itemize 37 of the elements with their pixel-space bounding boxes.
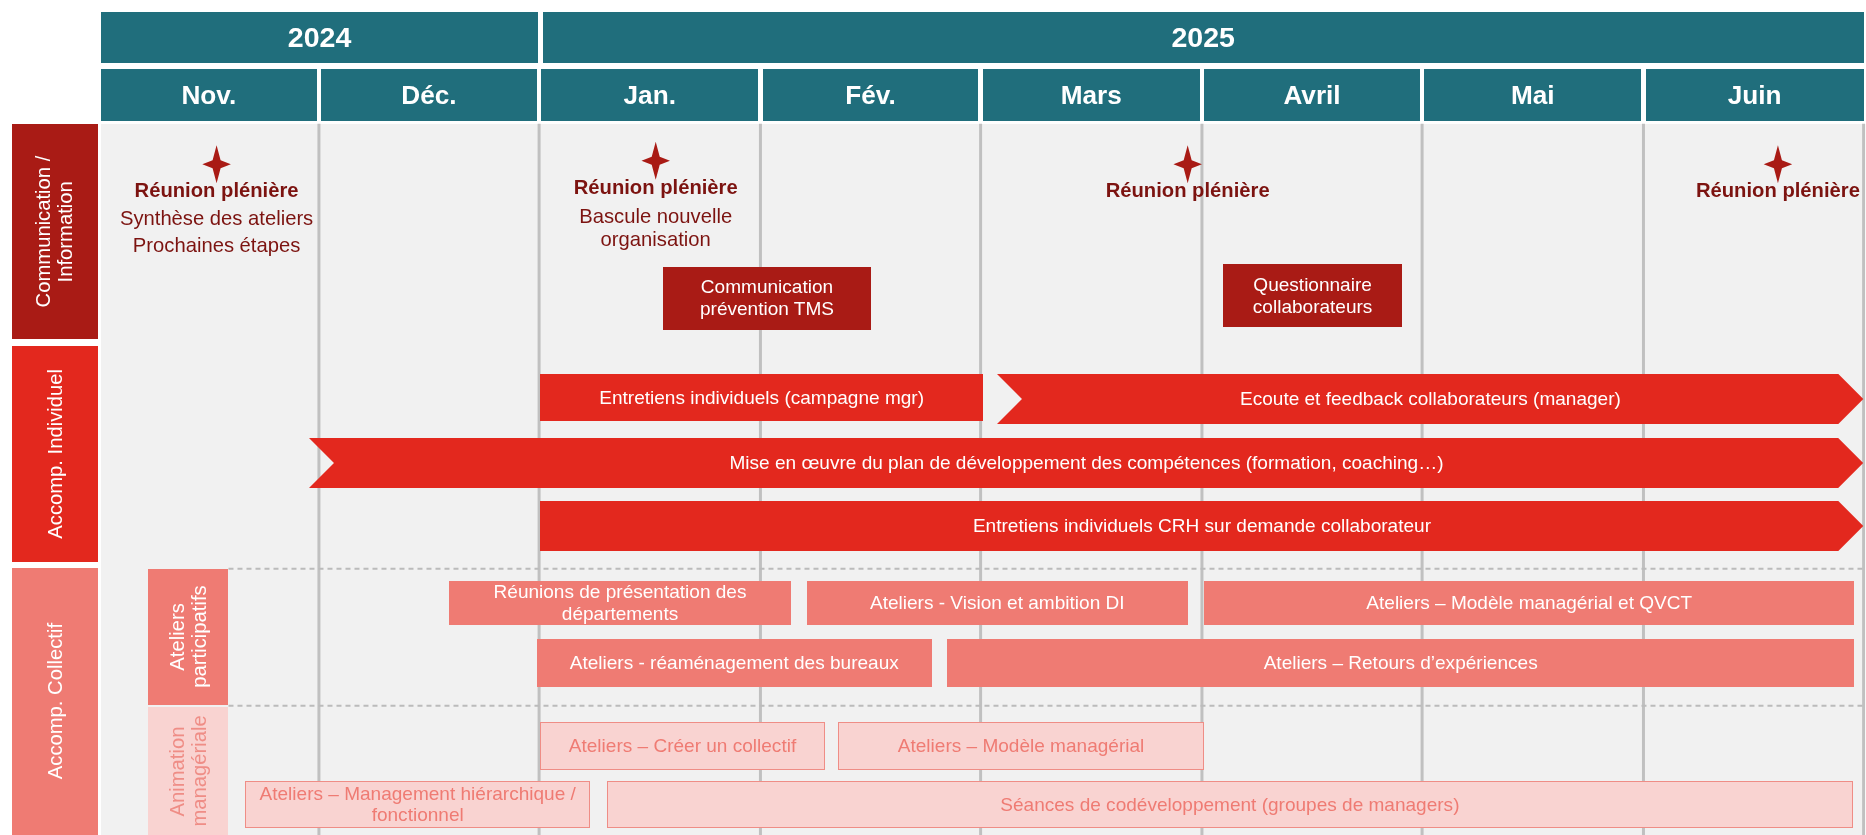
milestone-title: Réunion plénière xyxy=(133,178,300,202)
milestone-note: Synthèse des ateliers xyxy=(118,207,315,231)
milestone-title: Réunion plénière xyxy=(1104,178,1271,202)
milestone-title: Réunion plénière xyxy=(572,176,739,200)
year-header: 2024 xyxy=(101,11,538,64)
month-header: Mars xyxy=(982,69,1200,122)
task-bar: Ateliers – Modèle managérial xyxy=(837,722,1205,770)
row-header: Accomp. Collectif xyxy=(11,567,98,835)
task-bar: Réunions de présentation des départements xyxy=(448,580,792,625)
task-bar: Ateliers – Management hiérarchique / fonctionnel xyxy=(245,780,591,829)
task-bar: Ateliers - réaménagement des bureaux xyxy=(536,639,932,687)
milestone-note: Bascule nouvelle organisation xyxy=(578,204,734,252)
arrow-bar: Ecoute et feedback collaborateurs (manager) xyxy=(997,373,1864,424)
arrow-bar: Mise en œuvre du plan de développement des compétences (formation, coaching…) xyxy=(309,437,1864,488)
sub-row-header: Animation managériale xyxy=(147,706,229,835)
task-bar: Questionnaire collaborateurs xyxy=(1223,264,1402,328)
month-header: Nov. xyxy=(101,69,317,122)
task-bar: Ateliers – Créer un collectif xyxy=(540,722,825,770)
month-header: Déc. xyxy=(321,69,537,122)
milestone-title: Réunion plénière xyxy=(1694,178,1861,202)
month-header: Juin xyxy=(1645,69,1864,122)
row-header: Communication / Information xyxy=(11,123,98,340)
task-bar: Séances de codéveloppement (groupes de managers) xyxy=(606,780,1853,829)
year-header: 2025 xyxy=(542,11,1864,64)
month-header: Avril xyxy=(1204,69,1420,122)
month-header: Mai xyxy=(1424,69,1642,122)
task-bar: Ateliers – Retours d’expériences xyxy=(947,639,1855,687)
arrow-bar: Entretiens individuels CRH sur demande collaborateur xyxy=(540,501,1864,551)
month-header: Jan. xyxy=(541,69,759,122)
sub-row-header: Ateliers participatifs xyxy=(147,568,229,705)
task-bar: Ateliers - Vision et ambition DI xyxy=(806,580,1188,625)
task-bar: Ateliers – Modèle managérial et QVCT xyxy=(1204,580,1855,625)
month-header: Fév. xyxy=(762,69,979,122)
row-header: Accomp. Individuel xyxy=(11,346,98,562)
task-bar: Communication prévention TMS xyxy=(662,266,872,330)
milestone-note: Prochaines étapes xyxy=(131,234,302,258)
task-bar: Entretiens individuels (campagne mgr) xyxy=(540,373,983,422)
